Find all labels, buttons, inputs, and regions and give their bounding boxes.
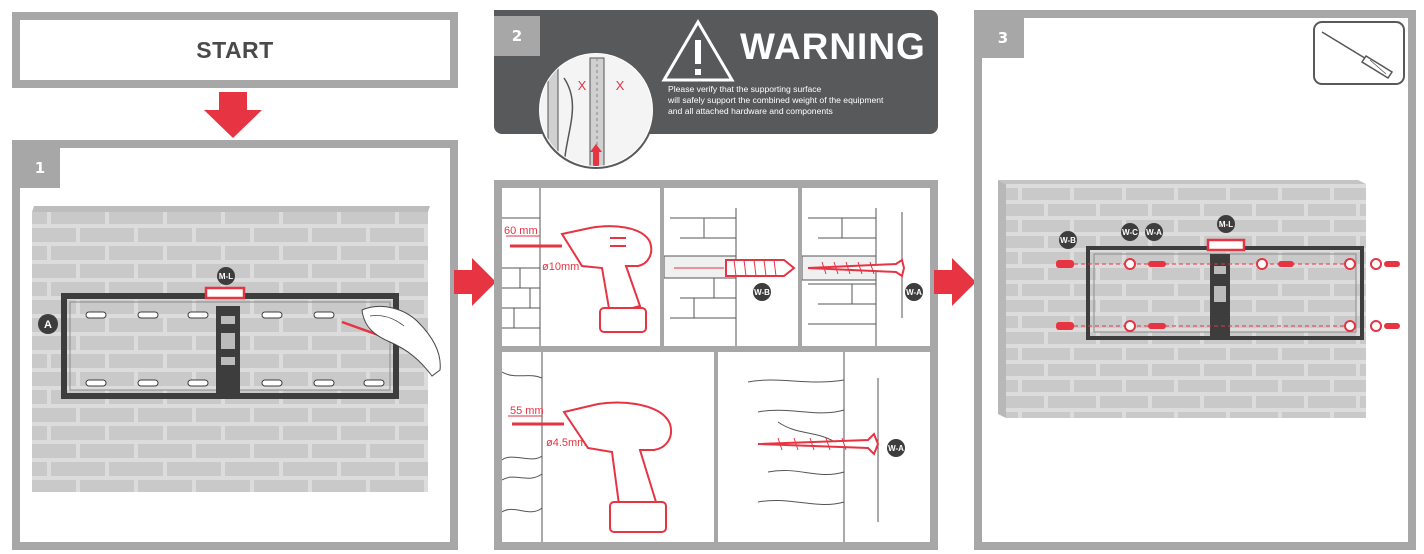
spirit-level: [204, 286, 246, 300]
m-l-tag: [217, 267, 235, 285]
warning-line-3: and all attached hardware and components: [668, 106, 833, 116]
right-arrow-1: [454, 258, 496, 306]
divider: [502, 346, 930, 352]
divider: [660, 188, 664, 348]
step-1-illustration: M-L A: [32, 206, 441, 492]
wall-plate-bracket: [61, 293, 399, 399]
anchor-tag: W-B: [1060, 236, 1076, 245]
screw-wood-illustration: W-A: [747, 352, 905, 542]
washer-tag: W-C: [1122, 228, 1138, 237]
svg-text:X: X: [578, 78, 587, 93]
step-3-number: 3: [982, 18, 1024, 58]
warning-title: WARNING: [740, 26, 926, 67]
divider: [714, 350, 718, 542]
warning-text: Please verify that the supporting surfac…: [668, 84, 930, 117]
anchor-insert-illustration: W-B: [664, 208, 796, 346]
screwdriver-icon: [1313, 21, 1405, 85]
depth-55-label: 55 mm: [510, 405, 544, 417]
right-side-screws: [1370, 258, 1400, 332]
stud-wall-circle: X X: [537, 51, 655, 169]
screw-tag: W-A: [1146, 228, 1162, 237]
step-1-number: 1: [20, 148, 60, 188]
down-arrow: [204, 92, 262, 138]
divider: [798, 188, 802, 348]
level-tag: M-L: [1219, 220, 1233, 229]
drill-icon: [560, 225, 653, 333]
wood-screw-label: W-A: [888, 444, 904, 453]
screw-concrete-illustration: W-A: [802, 208, 923, 346]
step-2-number: 2: [494, 16, 540, 56]
start-box: START: [12, 12, 458, 88]
svg-text:M-L: M-L: [219, 272, 233, 281]
hand-pencil: [341, 305, 441, 377]
diameter-10-label: ø10mm: [542, 261, 579, 273]
screw-label: W-A: [906, 288, 922, 297]
drill-icon: [562, 401, 672, 533]
depth-60-label: 60 mm: [504, 225, 538, 237]
anchor-label: W-B: [754, 288, 770, 297]
diameter-45-label: ø4.5mm: [546, 437, 586, 449]
step-3-illustration: M-L W-B W-C W-A: [998, 180, 1366, 418]
svg-text:A: A: [44, 319, 52, 331]
warning-line-2: will safely support the combined weight …: [668, 95, 884, 105]
warning-line-1: Please verify that the supporting surfac…: [668, 84, 822, 94]
right-arrow-2: [934, 258, 976, 306]
start-label: START: [196, 36, 274, 63]
drill-wood-illustration: 55 mm ø4.5mm: [502, 352, 672, 542]
svg-text:X: X: [616, 78, 625, 93]
bracket-a-tag: [38, 314, 58, 334]
spirit-level: [1206, 238, 1246, 252]
drill-concrete-illustration: 60 mm ø10mm: [502, 188, 653, 346]
fasteners: [1056, 258, 1356, 332]
warning-triangle-icon: [661, 19, 735, 82]
